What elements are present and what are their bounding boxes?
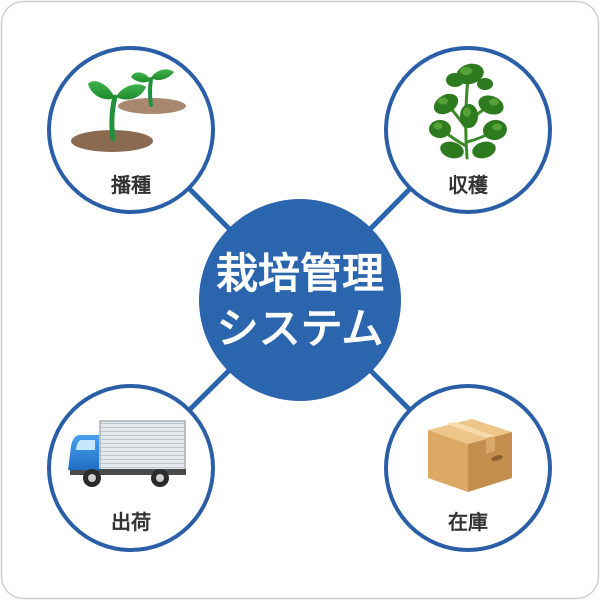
plant-leaf-highlights	[433, 67, 502, 131]
node-sowing-circle	[47, 46, 215, 214]
box-tape-side	[486, 436, 495, 454]
node-shipping-label: 出荷	[111, 510, 151, 534]
cardboard-box-icon	[428, 419, 512, 492]
node-sowing-label: 播種	[111, 173, 151, 197]
seedling-leaf	[131, 72, 151, 83]
node-sowing: 播種	[47, 46, 215, 214]
seedling-leaf	[151, 69, 174, 80]
truck-icon	[68, 420, 186, 487]
plant-leaf	[440, 141, 464, 159]
center-hub: 栽培管理 システム	[199, 199, 401, 401]
node-inventory-label: 在庫	[448, 510, 488, 534]
box-tape-top	[446, 422, 495, 438]
truck-cargo-box	[99, 420, 186, 472]
box-left-face	[428, 430, 468, 492]
node-harvest-label: 収穫	[448, 173, 489, 197]
truck-hub-front	[88, 474, 96, 482]
center-title-line1: 栽培管理	[216, 249, 384, 298]
truck-window	[76, 440, 95, 450]
seedling-leaf	[116, 84, 146, 100]
box-right-face	[468, 432, 512, 492]
node-harvest: 収穫	[384, 46, 552, 214]
truck-chassis	[70, 469, 186, 475]
seedling-stem-large	[109, 94, 118, 142]
plant-leaf	[472, 141, 496, 159]
node-shipping: 出荷	[47, 384, 215, 552]
center-title-line2: システム	[217, 304, 384, 353]
center-hub-circle	[199, 199, 401, 401]
node-inventory: 在庫	[384, 384, 552, 552]
truck-hub-rear	[156, 474, 164, 482]
harvest-plant-icon	[429, 63, 507, 160]
box-handle-hole	[491, 455, 503, 461]
seedling-leaf	[88, 81, 115, 100]
node-harvest-circle	[384, 46, 552, 214]
seedling-icon	[71, 69, 186, 152]
seedling-stem-small	[148, 77, 153, 107]
plant-leaf	[446, 73, 464, 87]
plant-leaf	[477, 78, 493, 90]
